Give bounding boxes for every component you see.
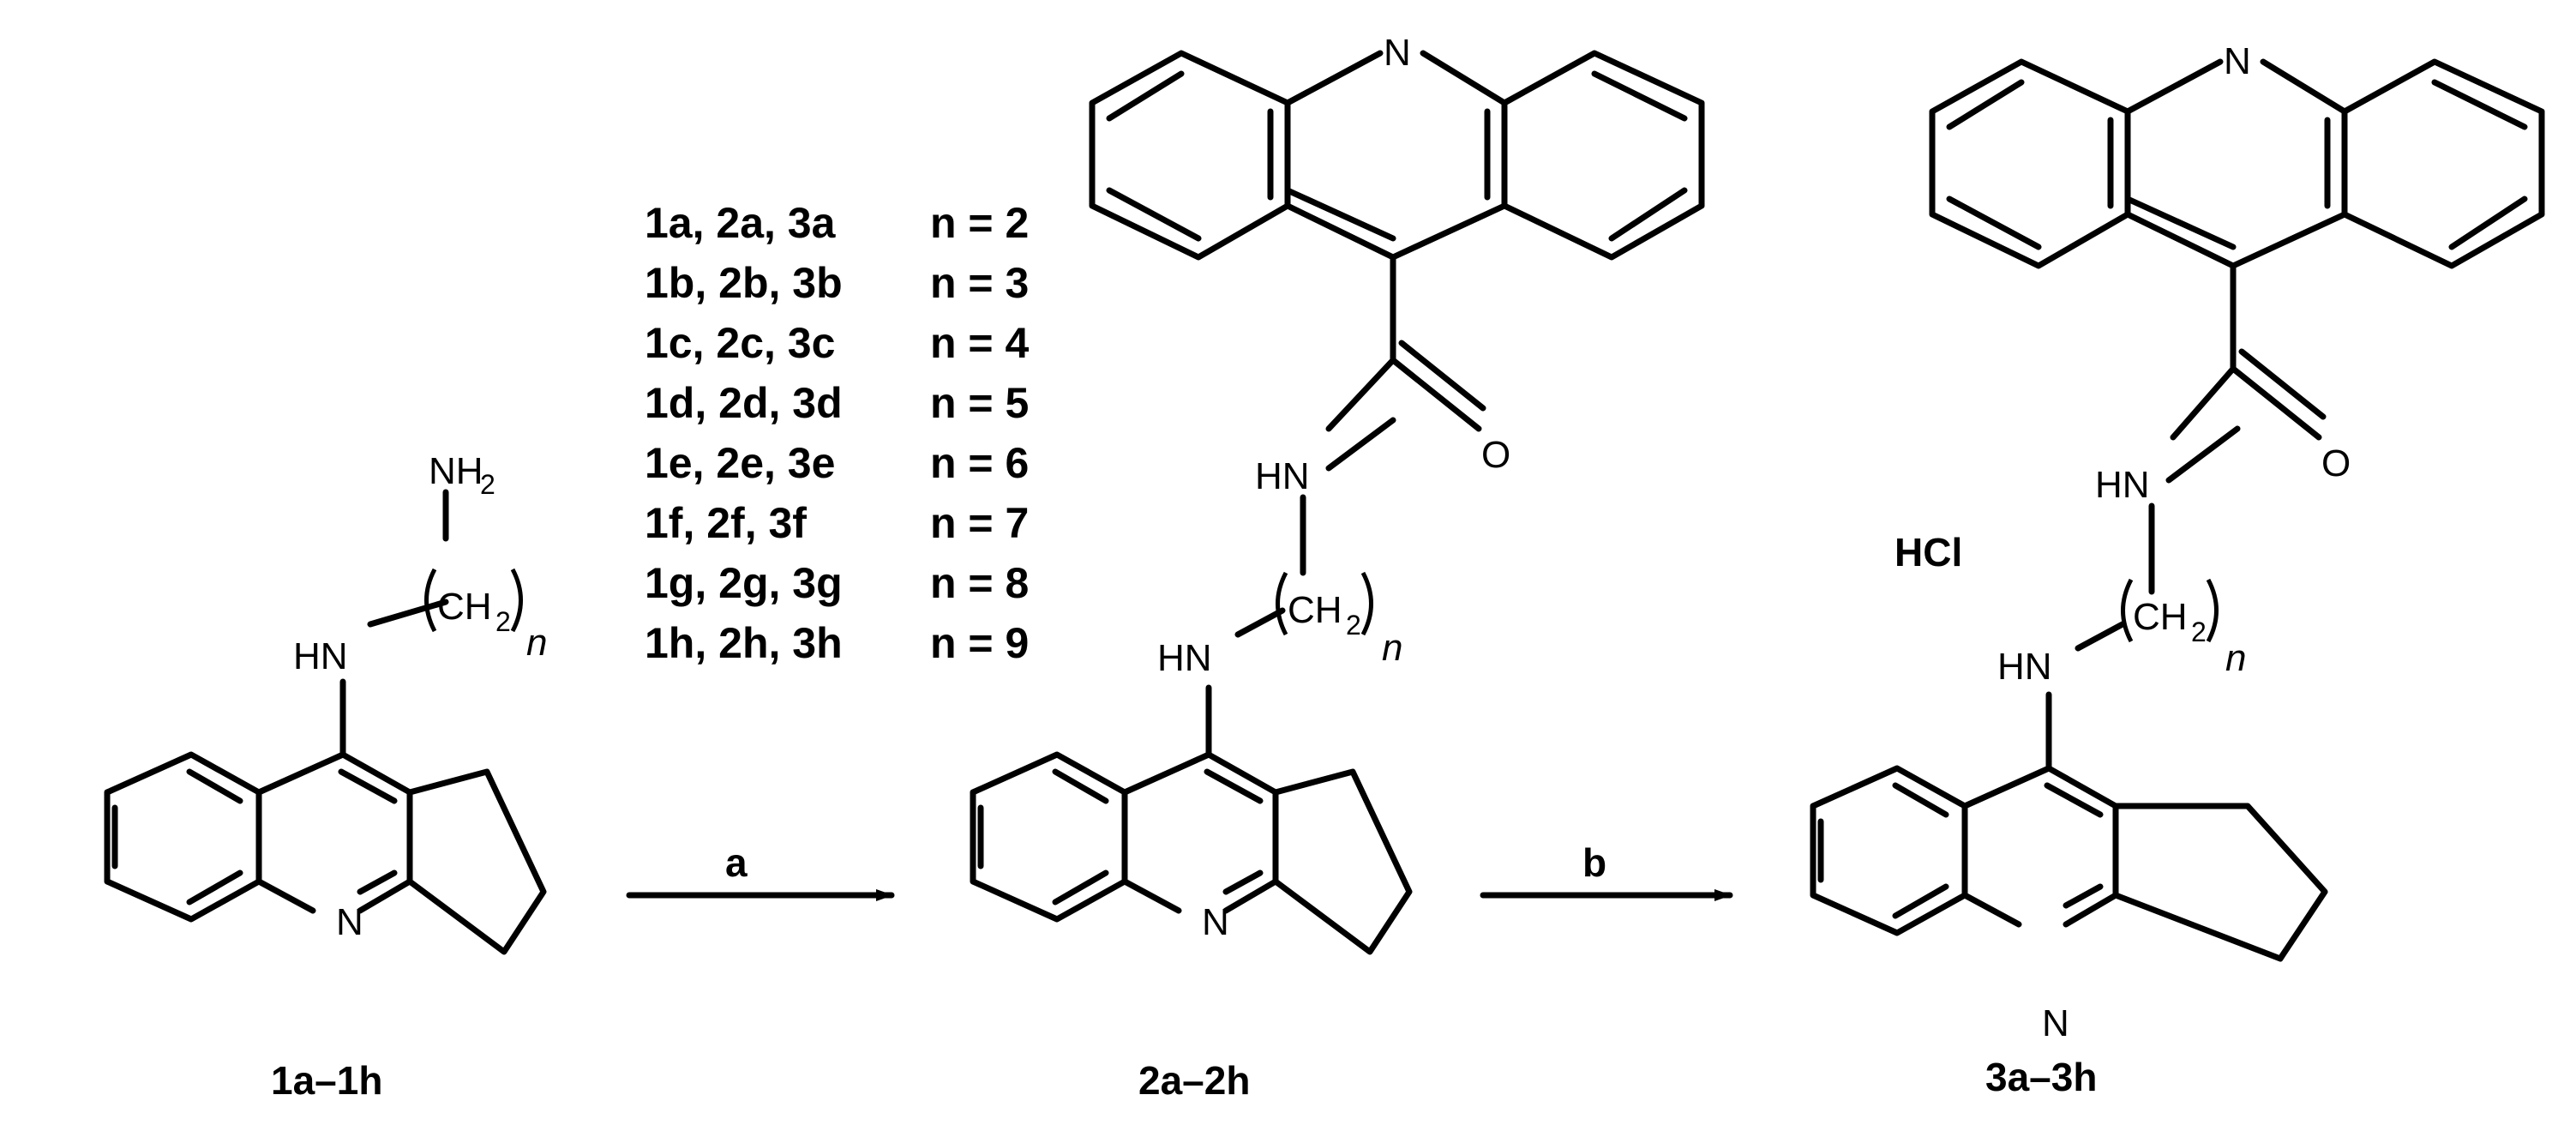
legend-row-3-n: n = 4 [930,319,1030,367]
chain-paren-right [510,568,523,633]
compound-2: N O HN N HN CH 2 n 2a–2h [970,32,1705,1103]
legend-row-4-n: n = 5 [930,379,1029,427]
legend-row-6-n: n = 7 [930,499,1029,547]
compound-label: 1a–1h [271,1058,382,1103]
compound-label: 2a–2h [1138,1058,1250,1103]
terminal-nh2: NH [429,450,483,492]
chain-paren-right [1360,571,1373,636]
chain-ch-subscript: 2 [1346,610,1361,641]
acridine-nitrogen: N [2224,40,2251,82]
chain-ch-subscript: 2 [495,606,511,637]
reaction-arrow-b: b [1480,840,1733,901]
reaction-arrow-a: a [626,840,895,901]
terminal-nh2-subscript: 2 [480,469,495,500]
amine-nh: HN [293,635,348,677]
chain-ch: CH [1288,589,1342,631]
legend-row-7-compounds: 1g, 2g, 3g [645,559,843,607]
legend-row-5-compounds: 1e, 2e, 3e [645,439,835,487]
repeat-n: n [1382,627,1402,669]
ring-nitrogen: N [336,901,363,943]
carbonyl-oxygen: O [2321,442,2351,484]
repeat-n: n [526,622,547,664]
amine-nh: HN [1157,637,1212,679]
chain-ch-subscript: 2 [2191,617,2207,647]
acridine-nitrogen: N [1384,32,1411,74]
arrow-b-label: b [1582,840,1606,885]
legend-row-3-compounds: 1c, 2c, 3c [645,319,835,367]
legend-row-8-compounds: 1h, 2h, 3h [645,619,843,667]
chain-paren-left [424,568,437,633]
compound-1: N HN CH 2 n NH 2 1a–1h [104,450,547,1103]
arrow-a-label: a [725,840,748,885]
compound-label: 3a–3h [1985,1055,2097,1099]
carbonyl-oxygen: O [1481,434,1510,476]
chain-ch: CH [437,586,492,628]
legend-row-4-compounds: 1d, 2d, 3d [645,379,843,427]
hcl-salt: HCl [1894,530,1962,575]
legend-row-8-n: n = 9 [930,619,1029,667]
amide-nh: HN [2095,464,2150,506]
legend-row-6-compounds: 1f, 2f, 3f [645,499,807,547]
chain-ch: CH [2133,596,2188,638]
compound-3: N O HN N HN CH 2 n HCl 3a–3h [1810,40,2545,1099]
chain-paren-left [2121,578,2134,643]
legend-row-1-n: n = 2 [930,199,1029,247]
legend-row-7-n: n = 8 [930,559,1029,607]
chain-paren-left [1276,571,1288,636]
chain-paren-right [2206,578,2219,643]
legend-row-1-compounds: 1a, 2a, 3a [645,199,837,247]
ring-nitrogen: N [1202,901,1229,943]
legend-row-2-compounds: 1b, 2b, 3b [645,259,843,307]
ring-nitrogen: N [2042,1002,2069,1044]
amine-nh: HN [1997,646,2052,688]
legend-row-5-n: n = 6 [930,439,1029,487]
repeat-n: n [2225,637,2246,679]
amide-nh: HN [1255,455,1310,497]
legend-row-2-n: n = 3 [930,259,1029,307]
substituent-legend: 1a, 2a, 3a n = 2 1b, 2b, 3b n = 3 1c, 2c… [645,199,1030,667]
